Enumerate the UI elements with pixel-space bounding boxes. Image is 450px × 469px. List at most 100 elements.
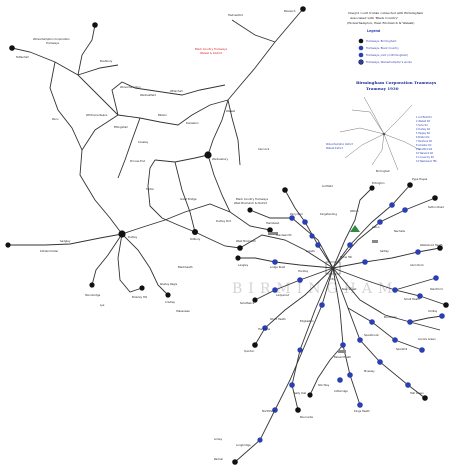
terminus-marker[interactable]: [257, 437, 263, 443]
terminus-marker[interactable]: [235, 255, 241, 261]
inset-label: Walsall district: [326, 147, 343, 150]
terminus-marker[interactable]: [437, 245, 443, 251]
depot-marker[interactable]: [338, 350, 346, 353]
place-label: City: [330, 277, 336, 281]
terminus-marker[interactable]: [369, 319, 375, 325]
terminus-marker[interactable]: [439, 313, 445, 319]
city-centre-cluster: [268, 225, 378, 353]
wolverhampton-corp-label: Tramways: [46, 41, 60, 45]
terminus-marker[interactable]: [377, 219, 383, 225]
terminus-marker[interactable]: [402, 207, 408, 213]
place-label: Stourbridge: [85, 293, 101, 297]
inset-list-item: 1 Lichfield Rd: [416, 116, 432, 119]
terminus-marker-dudley[interactable]: [118, 230, 126, 238]
place-label: Dudley Port: [216, 219, 231, 223]
terminus-marker[interactable]: [295, 407, 301, 413]
terminus-marker[interactable]: [417, 293, 423, 299]
terminus-marker[interactable]: [362, 259, 368, 265]
place-label: Handsworth: [276, 233, 292, 237]
place-label: Walsall: [226, 109, 235, 113]
terminus-marker[interactable]: [5, 242, 11, 248]
inset-network-diagram: [339, 96, 421, 171]
place-label: Stechford: [430, 287, 443, 291]
place-label: Wednesbury: [212, 157, 229, 161]
terminus-marker[interactable]: [392, 337, 398, 343]
inset-list-item: 3 Soho Rd: [416, 124, 428, 127]
terminus-marker[interactable]: [247, 207, 253, 213]
header-title-line-1: Clasp'd court trunks connected with Birm…: [348, 11, 423, 15]
inset-list-item: 6 Bristol Rd: [416, 136, 430, 139]
terminus-marker[interactable]: [252, 342, 258, 348]
legend-heading: Legend: [367, 29, 381, 33]
place-label: Ladywood: [276, 293, 290, 297]
depot-marker[interactable]: [268, 232, 278, 235]
place-label: Cannock: [258, 147, 270, 151]
terminus-marker[interactable]: [415, 249, 421, 255]
terminus-marker[interactable]: [389, 202, 395, 208]
terminus-marker[interactable]: [443, 302, 449, 308]
terminus-marker[interactable]: [405, 382, 411, 388]
terminus-marker[interactable]: [267, 227, 273, 233]
terminus-marker[interactable]: [232, 459, 238, 465]
inset-list-item: 9 Stratford Rd: [416, 148, 433, 151]
terminus-marker[interactable]: [282, 187, 288, 193]
terminus-marker[interactable]: [92, 22, 98, 28]
terminus-marker[interactable]: [340, 342, 346, 348]
terminus-marker[interactable]: [347, 242, 353, 248]
wolverhampton-corp-label: Wolverhampton Corporation: [33, 37, 70, 41]
city-centre-box: [325, 261, 341, 275]
place-label: Rowley Regis: [160, 282, 178, 286]
terminus-marker[interactable]: [252, 297, 258, 303]
depot-marker[interactable]: [372, 240, 378, 243]
terminus-marker[interactable]: [309, 233, 315, 239]
place-label: Blackheath: [178, 265, 193, 269]
terminus-marker[interactable]: [289, 382, 295, 388]
terminus-marker[interactable]: [407, 182, 413, 188]
legend-item: Tramways, Wolverhampton's works: [366, 60, 412, 64]
terminus-marker[interactable]: [357, 402, 363, 408]
terminus-marker[interactable]: [139, 285, 145, 291]
terminus-marker[interactable]: [192, 229, 198, 235]
terminus-marker[interactable]: [407, 319, 413, 325]
terminus-marker[interactable]: [272, 407, 278, 413]
place-label: Moseley: [364, 369, 375, 373]
place-label: Willenhall: [170, 89, 183, 93]
terminus-marker[interactable]: [347, 372, 353, 378]
terminus-marker[interactable]: [422, 395, 428, 401]
place-label: Tettenhall: [16, 55, 29, 59]
terminus-marker[interactable]: [237, 245, 243, 251]
place-label: Small Heath: [404, 297, 420, 301]
terminus-marker[interactable]: [315, 242, 321, 248]
terminus-marker[interactable]: [9, 45, 15, 51]
terminus-marker[interactable]: [262, 325, 268, 331]
terminus-marker-wednesbury[interactable]: [204, 151, 212, 159]
place-label: Yardley: [428, 309, 438, 313]
terminus-marker[interactable]: [307, 392, 313, 398]
terminus-marker[interactable]: [337, 377, 343, 383]
terminus-marker[interactable]: [300, 6, 306, 12]
terminus-marker[interactable]: [297, 347, 303, 353]
terminus-marker[interactable]: [392, 287, 398, 293]
terminus-marker[interactable]: [432, 195, 438, 201]
depot-marker[interactable]: [350, 225, 360, 232]
place-label: Bordesley: [384, 315, 397, 319]
terminus-marker[interactable]: [272, 287, 278, 293]
place-label: Langley: [238, 263, 249, 267]
place-label: Bournville: [300, 415, 313, 419]
terminus-marker[interactable]: [297, 277, 303, 283]
terminus-marker[interactable]: [302, 219, 308, 225]
terminus-marker[interactable]: [357, 337, 363, 343]
terminus-marker[interactable]: [319, 302, 325, 308]
terminus-marker[interactable]: [165, 292, 171, 298]
inset-label: Birmingham: [376, 170, 391, 173]
terminus-marker[interactable]: [377, 359, 383, 365]
place-label: Balsall Heath: [334, 355, 351, 359]
terminus-marker[interactable]: [272, 259, 278, 265]
terminus-marker[interactable]: [433, 275, 439, 281]
terminus-marker[interactable]: [419, 347, 425, 353]
terminus-marker[interactable]: [289, 215, 295, 221]
place-label: Kingstanding: [320, 212, 337, 216]
place-label: Hamstead: [266, 221, 280, 225]
terminus-marker[interactable]: [369, 185, 375, 191]
terminus-marker[interactable]: [89, 282, 95, 288]
